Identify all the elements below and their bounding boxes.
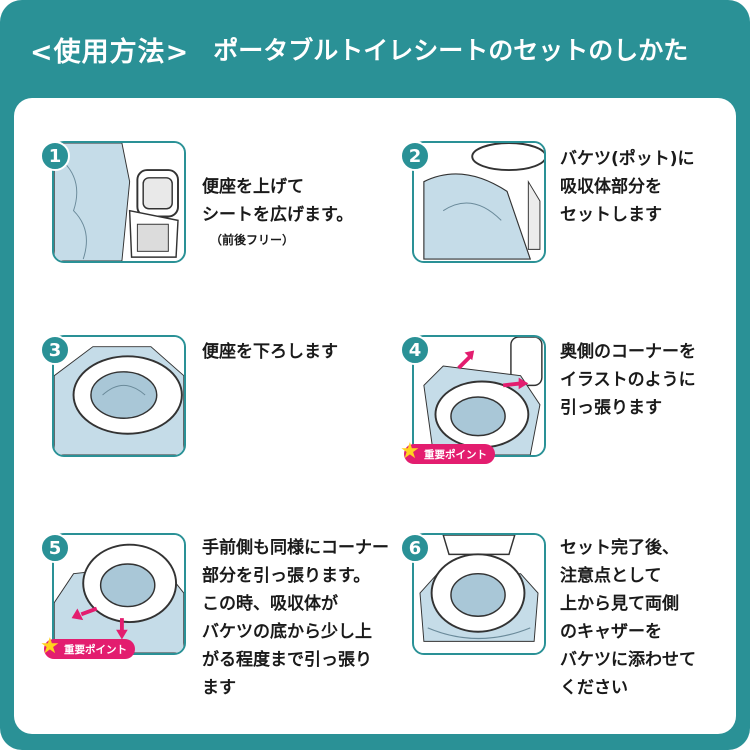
header: <使用方法> ポータブルトイレシートのセットのしかた [0, 0, 750, 98]
step-5-illustration [52, 533, 186, 655]
step-4-number-badge: 4 [400, 335, 430, 365]
step-3-number-badge: 3 [40, 335, 70, 365]
step-1-text: 便座を上げて シートを広げます。 （前後フリー） [202, 145, 353, 279]
star-icon: ★ [40, 634, 60, 659]
step-1-note: （前後フリー） [210, 233, 295, 247]
step-4-text: 奥側のコーナーを イラストのように 引っ張ります [560, 342, 696, 418]
step-6-illustration [412, 533, 546, 655]
page-subtitle: ポータブルトイレシートのセットのしかた [213, 36, 689, 65]
step-3-illustration [52, 335, 186, 457]
page-title: <使用方法> [30, 36, 190, 68]
step-6-number-badge: 6 [400, 533, 430, 563]
step-1-number-badge: 1 [40, 141, 70, 171]
step-4-important-badge: ★ 重要ポイント [400, 440, 495, 464]
step-2-text: バケツ(ポット)に 吸収体部分を セットします [560, 149, 695, 225]
step-5-badge-label: 重要ポイント [64, 643, 127, 656]
star-icon: ★ [400, 439, 420, 464]
step-4-illustration [412, 335, 546, 457]
step-2-number-badge: 2 [400, 141, 430, 171]
step-2-illustration [412, 141, 546, 263]
step-3-text: 便座を下ろします [202, 342, 338, 362]
step-5-important-badge: ★ 重要ポイント [40, 635, 135, 659]
step-1-text-main: 便座を上げて シートを広げます。 [202, 177, 354, 225]
step-6-text: セット完了後、 注意点として 上から見て両側 のキャザーを バケツに添わせて く… [560, 538, 696, 698]
step-1-illustration [52, 141, 186, 263]
step-5-text: 手前側も同様にコーナー 部分を引っ張ります。 この時、吸収体が バケツの底から少… [202, 538, 389, 698]
step-4-badge-label: 重要ポイント [424, 448, 487, 461]
step-5-number-badge: 5 [40, 533, 70, 563]
